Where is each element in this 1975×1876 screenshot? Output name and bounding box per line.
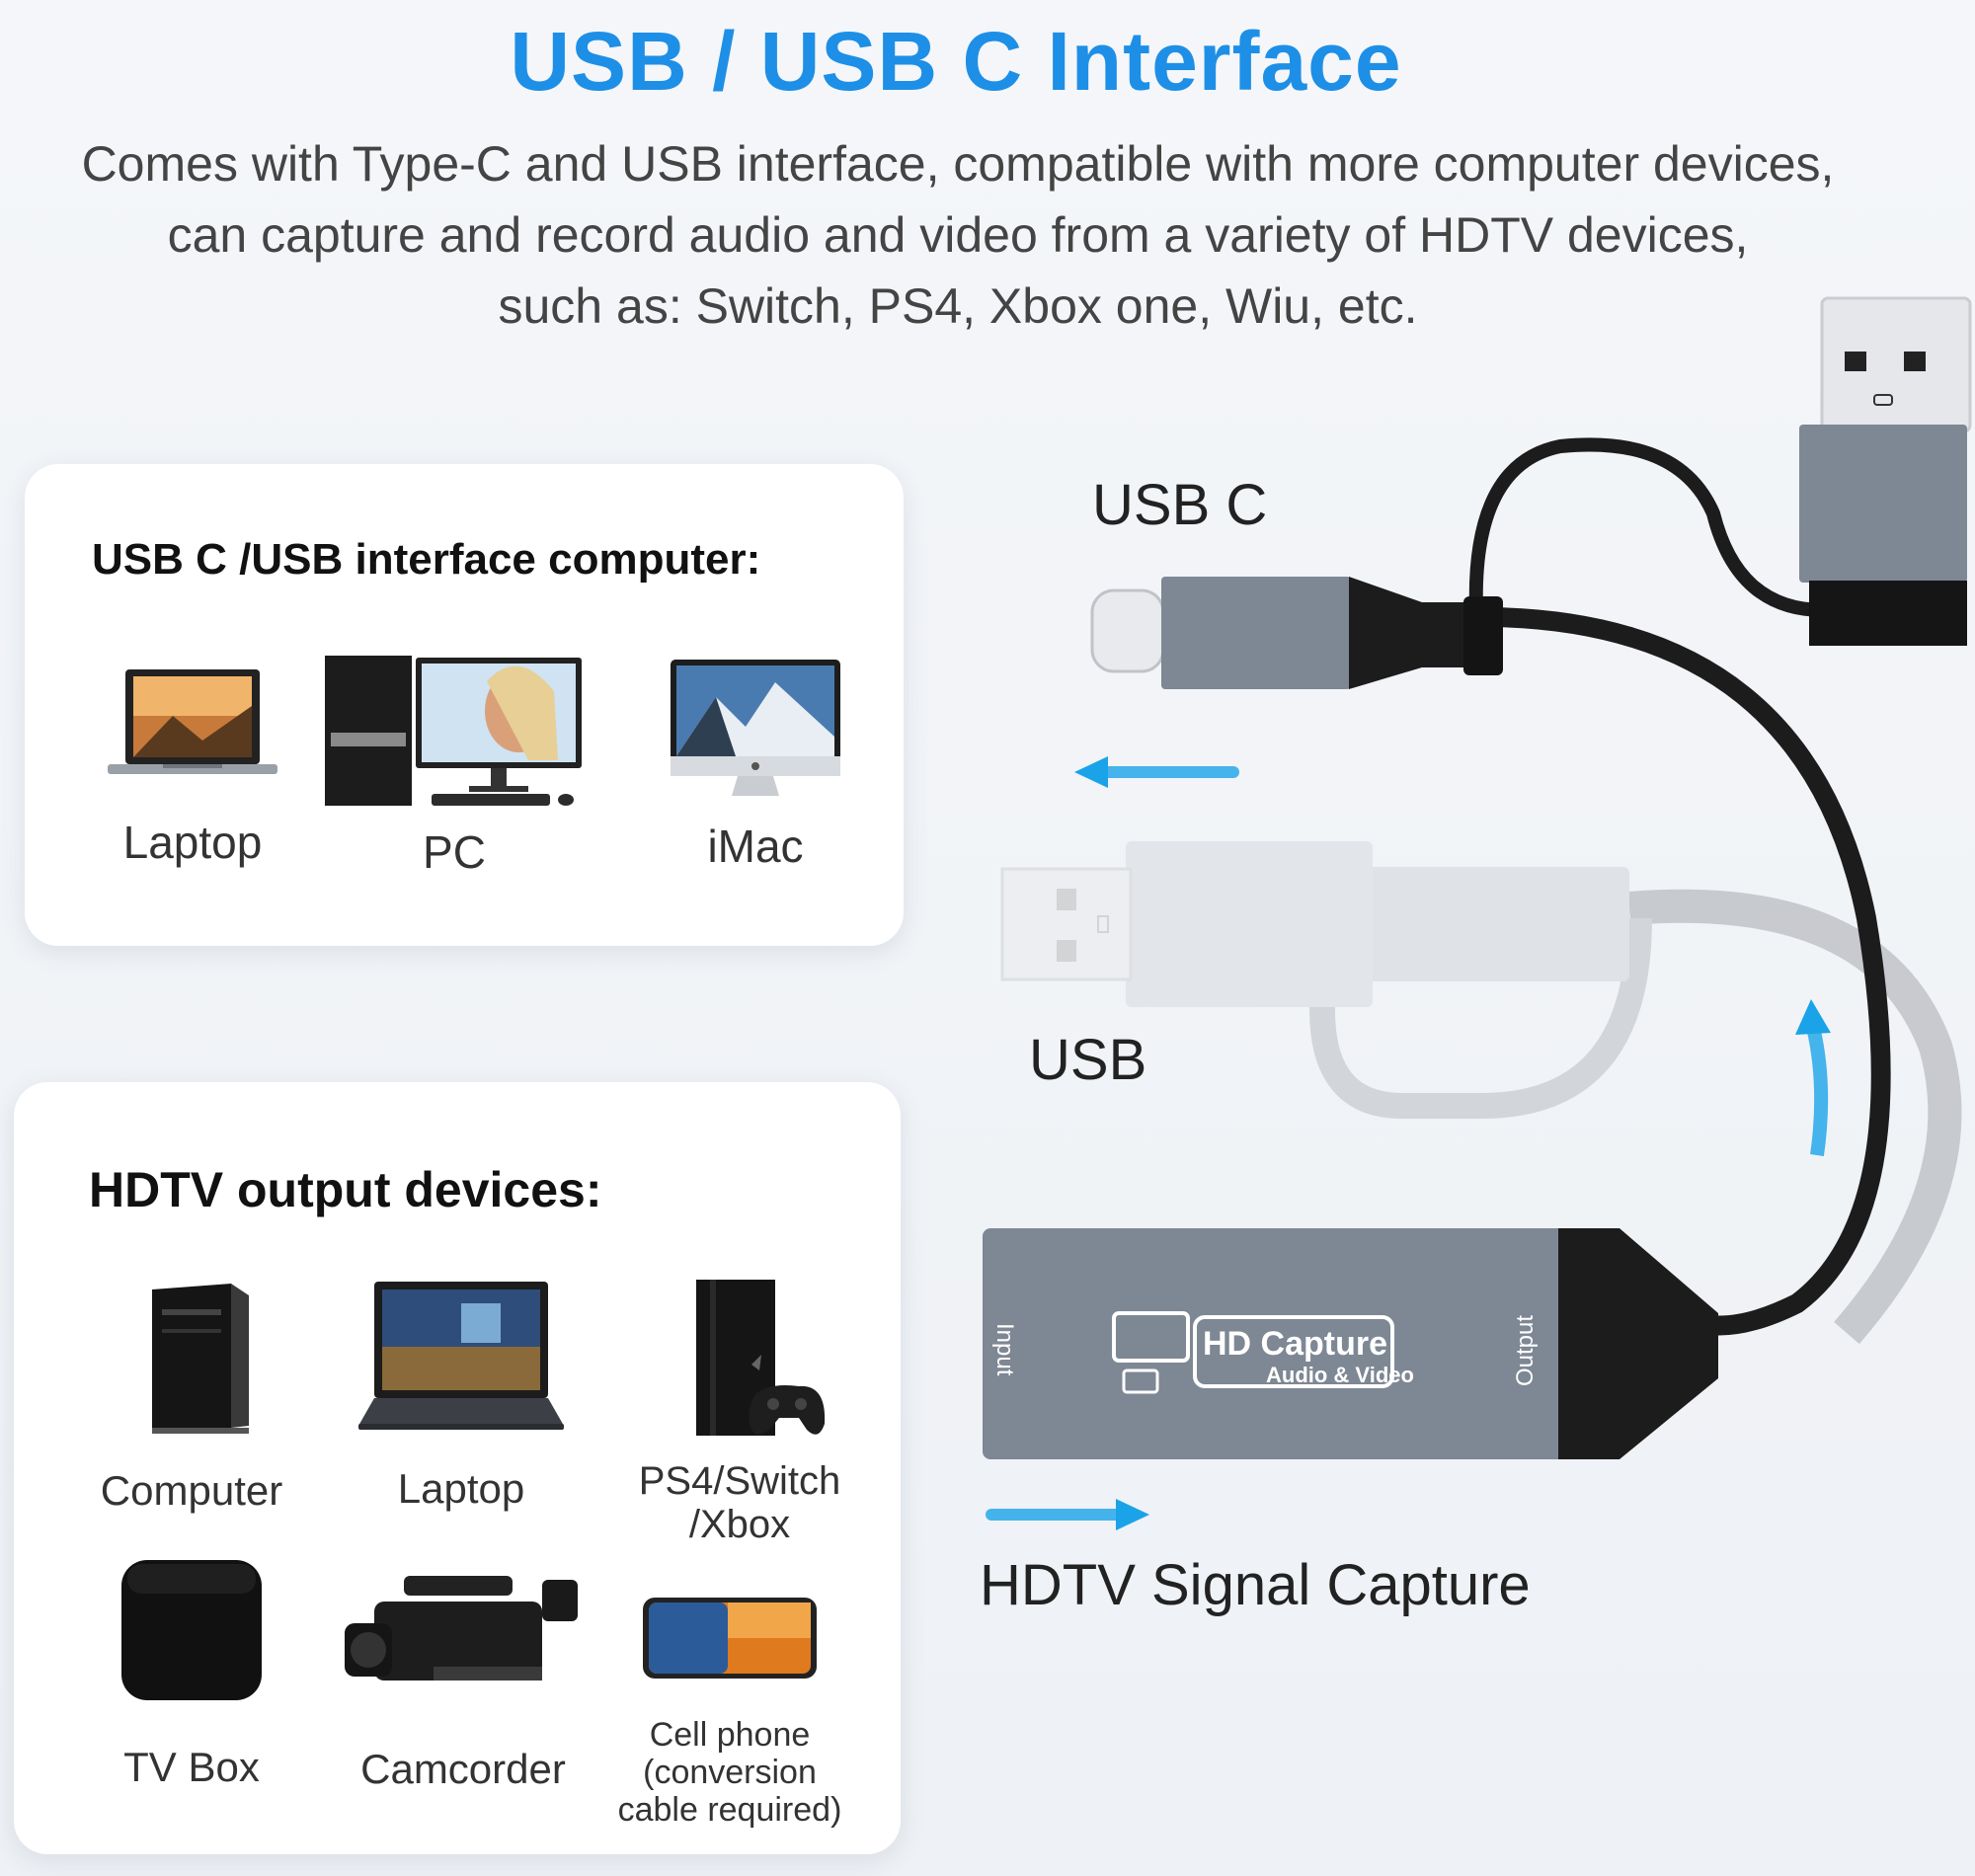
usb-c-connector [1090,577,1503,689]
hdtv-signal-label: HDTV Signal Capture [980,1553,1531,1617]
device-label: iMac [707,821,804,872]
device-pc: PC [321,652,588,879]
usb-c-label: USB C [1092,473,1268,537]
device-label: Cell phone (conversion cable required) [587,1716,873,1829]
device-laptop: Laptop [74,662,311,869]
device-label: TV Box [123,1744,260,1790]
device-label-line: Cell phone [649,1716,811,1754]
device-game-console: PS4/Switch /Xbox [596,1276,883,1546]
device-label: PC [423,826,486,878]
device-label-line: cable required) [617,1791,842,1829]
device-tv-box: TV Box [63,1556,320,1791]
device-label-line: (conversion [643,1754,817,1791]
game-console-icon [696,1280,826,1436]
page-title: USB / USB C Interface [510,15,1402,108]
laptop-icon [108,669,277,774]
cell-phone-icon [643,1598,817,1679]
desktop-pc-icon [325,656,582,806]
subtitle-line-3: such as: Switch, PS4, Xbox one, Wiu, etc… [498,278,1418,334]
device-label: PS4/Switch /Xbox [596,1459,883,1546]
usb-label: USB [1029,1028,1147,1092]
device-laptop-hdtv: Laptop [328,1278,594,1513]
tv-box-icon [121,1560,262,1700]
input-port-label: Input [991,1323,1018,1376]
arrow-up [1795,999,1831,1156]
main-cable [1490,607,1891,1336]
subtitle-line-2: can capture and record audio and video f… [167,207,1749,263]
device-subtitle: Audio & Video [1266,1363,1414,1387]
computer-panel: USB C /USB interface computer: Laptop PC [25,464,904,946]
usb-a-connector [1799,296,1972,646]
device-label: Computer [100,1467,283,1514]
device-imac: iMac [637,658,874,873]
output-port-label: Output [1512,1315,1539,1386]
ghost-usb-cable [1000,841,1962,1345]
split-cable [1468,437,1828,618]
tower-computer-icon [152,1284,249,1434]
page-subtitle: Comes with Type-C and USB interface, com… [20,128,1896,342]
device-label-line: /Xbox [688,1503,791,1546]
arrow-left [1074,756,1239,788]
device-label: Laptop [397,1465,525,1512]
device-title: HD Capture [1203,1325,1387,1363]
subtitle-line-1: Comes with Type-C and USB interface, com… [81,136,1835,192]
hdtv-panel: HDTV output devices: Computer Laptop [14,1082,901,1854]
device-label: Camcorder [360,1746,566,1792]
device-computer: Computer [63,1280,320,1515]
imac-icon [671,660,840,796]
device-label-line: PS4/Switch [638,1459,841,1503]
device-cell-phone: Cell phone (conversion cable required) [587,1596,873,1829]
hdtv-panel-heading: HDTV output devices: [89,1162,602,1217]
arrow-right [986,1499,1149,1530]
hd-capture-device [983,1228,1718,1459]
device-label: Laptop [122,817,263,868]
device-camcorder: Camcorder [330,1572,596,1793]
computer-panel-heading: USB C /USB interface computer: [92,535,761,584]
laptop-icon [358,1282,564,1430]
camcorder-icon [345,1576,578,1681]
